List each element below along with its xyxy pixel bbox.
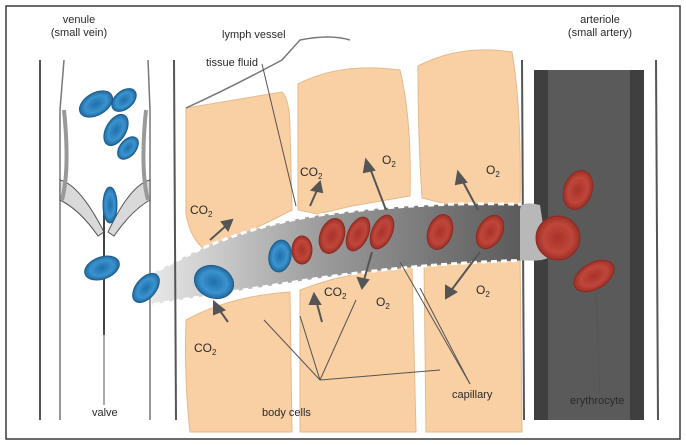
lymph-vessel-label: lymph vessel <box>222 29 286 41</box>
red-erythrocyte <box>292 236 312 264</box>
tissue-fluid-label: tissue fluid <box>206 57 258 69</box>
body-cells-label: body cells <box>262 407 311 419</box>
capillary-label: capillary <box>452 389 493 401</box>
venule-subtitle: (small vein) <box>51 27 107 39</box>
venule-title: venule <box>63 14 95 26</box>
blue-erythrocyte <box>103 187 117 223</box>
valve-label: valve <box>92 407 118 419</box>
body-cell <box>418 50 520 210</box>
arteriole-title: arteriole <box>580 14 620 26</box>
arteriole-subtitle: (small artery) <box>568 27 632 39</box>
body-cell <box>424 252 522 432</box>
red-erythrocyte <box>536 216 580 260</box>
erythrocyte-label: erythrocyte <box>570 395 624 407</box>
body-cell <box>300 266 416 432</box>
body-cell <box>298 68 410 214</box>
